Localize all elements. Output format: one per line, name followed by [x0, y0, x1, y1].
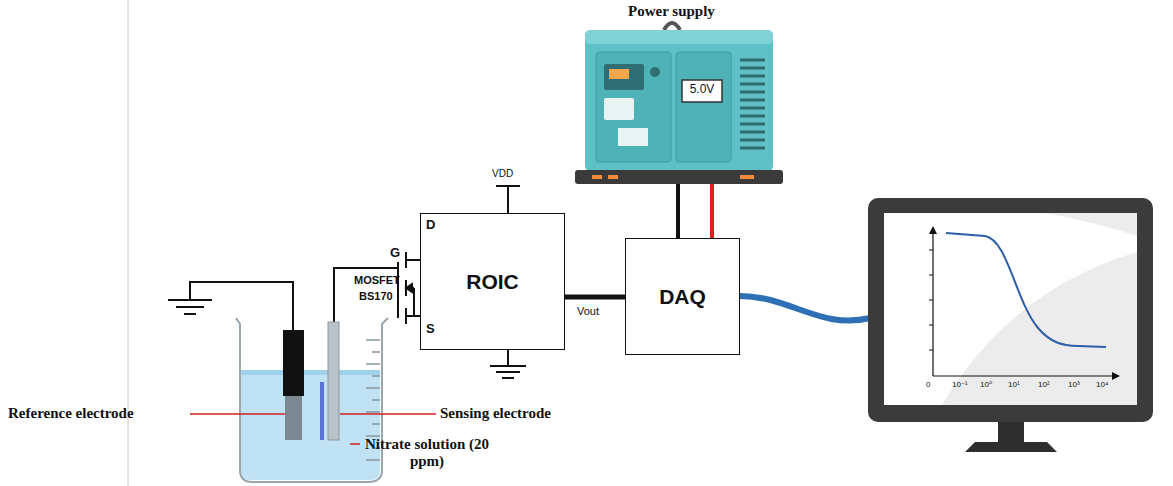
monitor — [868, 198, 1153, 452]
axis-tick: 10² — [1038, 380, 1050, 389]
ground-symbol — [490, 350, 526, 378]
part-label: Sensing electrode — [440, 405, 551, 422]
signal-name: Vout — [577, 305, 599, 318]
power-wire-red — [710, 184, 714, 238]
response-chart — [929, 226, 1120, 380]
leader-line — [190, 413, 285, 415]
signal-name: VDD — [492, 168, 513, 180]
box-title: DAQ — [659, 285, 706, 309]
reference-electrode — [283, 330, 304, 396]
part-label: Nitrate solution (20 ppm) — [361, 436, 493, 471]
axis-tick: 10¹ — [1008, 380, 1020, 389]
axis-tick: 10⁰ — [980, 380, 992, 389]
power-wire-black — [676, 184, 680, 238]
axis-tick: 10³ — [1068, 380, 1080, 389]
mosfet-symbol — [398, 252, 421, 324]
usb-cable — [740, 296, 870, 321]
part-number: BS170 — [359, 290, 393, 303]
ground-symbol — [168, 300, 212, 314]
pin-name: S — [426, 322, 435, 337]
sensing-film — [320, 382, 324, 440]
box-title: ROIC — [466, 270, 519, 294]
display-reading: 5.0V — [684, 83, 720, 97]
reference-electrode — [285, 396, 302, 440]
leader-line — [340, 413, 436, 415]
power-supply-illustration — [575, 23, 783, 184]
readout-ic-box: ROIC — [420, 213, 565, 350]
pin-name: G — [390, 246, 400, 261]
sensing-electrode — [328, 322, 339, 440]
part-name: MOSFET — [354, 274, 400, 287]
axis-tick: 10⁻¹ — [952, 380, 968, 389]
daq-box: DAQ — [625, 238, 740, 355]
ground-wire — [190, 282, 293, 330]
leader-line — [350, 443, 360, 445]
device-label: Power supply — [628, 3, 715, 20]
part-label: Reference electrode — [8, 405, 134, 422]
signal-wire — [565, 295, 625, 300]
vdd-terminal — [496, 186, 520, 213]
axis-tick: 0 — [926, 380, 930, 389]
axis-tick: 10⁴ — [1096, 380, 1108, 389]
beaker — [236, 318, 388, 482]
pin-name: D — [426, 218, 435, 233]
